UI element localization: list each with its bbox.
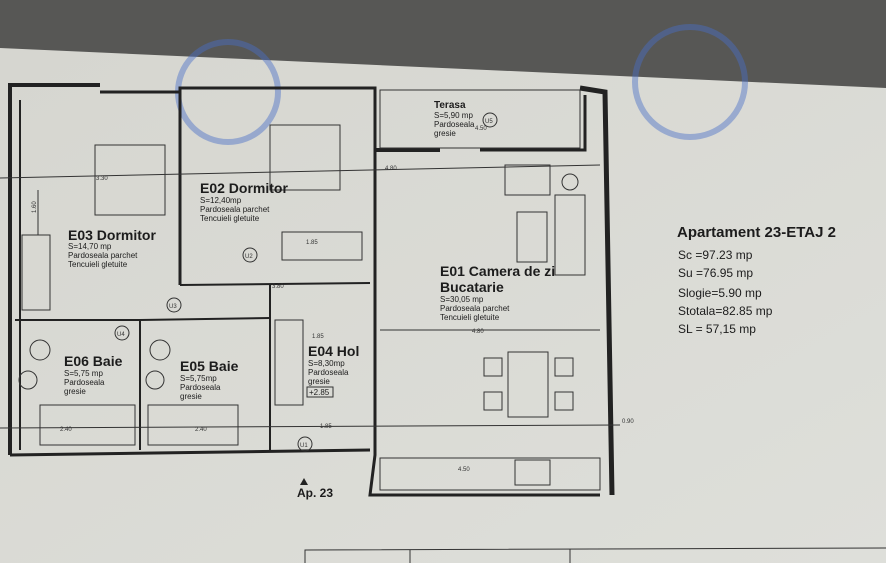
room-floor: Pardoseala	[434, 120, 475, 129]
room-title: E06 Baie	[64, 353, 123, 369]
door-label: U1	[300, 443, 308, 449]
room-title: E04 Hol	[308, 343, 359, 359]
dimension-label: 1.85	[306, 240, 318, 246]
room-area: S=30,05 mp	[440, 295, 484, 304]
room-title: E03 Dormitor	[68, 227, 156, 243]
entrance-label: Ap. 23	[297, 486, 333, 500]
dimension-label: 3.30	[96, 176, 108, 182]
summary-line: Stotala=82.85 mp	[678, 304, 773, 318]
level-tag: +2.85	[309, 388, 330, 397]
dimension-label: 1.60	[32, 201, 38, 213]
area-summary: Apartament 23-ETAJ 2 Sc =97.23 mp Su =76…	[677, 224, 836, 336]
dimension-label: 4.80	[472, 329, 484, 335]
dimension-label: 2.40	[195, 427, 207, 433]
room-walls: Tencuieli gletuite	[68, 260, 128, 269]
dimension-label: 4.80	[385, 166, 397, 172]
door-markers: U1 U2 U3 U4 U5	[114, 112, 498, 452]
room-e06: E06 Baie S=5,75 mp Pardoseala gresie	[64, 353, 123, 396]
room-floor: Pardoseala	[180, 383, 221, 392]
room-title: E02 Dormitor	[200, 180, 288, 196]
room-e02: E02 Dormitor S=12,40mp Pardoseala parche…	[200, 180, 288, 223]
dimension-label: 1.85	[312, 334, 324, 340]
dimension-label: 1.85	[320, 424, 332, 430]
room-walls: Tencuieli gletuite	[200, 214, 260, 223]
room-walls: gresie	[308, 377, 330, 386]
summary-line: Slogie=5.90 mp	[678, 286, 762, 300]
room-e03: E03 Dormitor S=14,70 mp Pardoseala parch…	[68, 227, 156, 269]
room-e01: E01 Camera de zi Bucatarie S=30,05 mp Pa…	[440, 263, 555, 322]
dimension-labels: 3.30 3.80 1.85 4.80 4.50 2.40 2.40 1.85 …	[32, 126, 634, 473]
summary-title: Apartament 23-ETAJ 2	[677, 224, 836, 241]
summary-line: Su =76.95 mp	[678, 266, 753, 280]
door-label: U2	[245, 254, 253, 260]
stamp	[632, 24, 748, 140]
room-e04: E04 Hol S=8,30mp Pardoseala gresie +2.85	[306, 343, 359, 398]
room-walls: gresie	[180, 392, 202, 401]
room-title: Bucatarie	[440, 279, 504, 295]
dimension-label: 0.90	[622, 419, 634, 425]
dimension-label: 2.40	[60, 427, 72, 433]
room-terasa: Terasa S=5,90 mp Pardoseala gresie	[434, 100, 475, 138]
door-label: U5	[485, 119, 493, 125]
door-label: U4	[117, 332, 125, 338]
room-area: S=12,40mp	[200, 196, 242, 205]
walls	[0, 83, 621, 497]
paper-sheet	[0, 48, 886, 563]
room-e05: E05 Baie S=5,75mp Pardoseala gresie	[180, 358, 239, 401]
room-area: S=5,90 mp	[434, 111, 473, 120]
room-walls: gresie	[64, 387, 86, 396]
title-block-table	[304, 547, 886, 563]
entrance-marker: Ap. 23	[297, 478, 333, 500]
room-floor: Pardoseala parchet	[200, 205, 270, 214]
summary-line: Sc =97.23 mp	[678, 248, 753, 262]
room-floor: Pardoseala	[64, 378, 105, 387]
dimension-label: 3.80	[272, 284, 284, 290]
room-area: S=5,75mp	[180, 374, 217, 383]
room-area: S=8,30mp	[308, 359, 345, 368]
room-area: S=5,75 mp	[64, 369, 103, 378]
room-floor: Pardoseala	[308, 368, 349, 377]
room-floor: Pardoseala parchet	[68, 251, 138, 260]
room-walls: gresie	[434, 129, 456, 138]
door-label: U3	[169, 304, 177, 310]
room-floor: Pardoseala parchet	[440, 304, 510, 313]
dimension-label: 4.50	[475, 126, 487, 132]
summary-line: SL = 57,15 mp	[678, 322, 756, 336]
entrance-arrow-icon	[300, 478, 308, 485]
room-title: E01 Camera de zi	[440, 263, 555, 279]
room-area: S=14,70 mp	[68, 242, 112, 251]
room-title: Terasa	[434, 100, 466, 111]
dimension-label: 4.50	[458, 467, 470, 473]
room-walls: Tencuieli gletuite	[440, 313, 500, 322]
room-title: E05 Baie	[180, 358, 239, 374]
